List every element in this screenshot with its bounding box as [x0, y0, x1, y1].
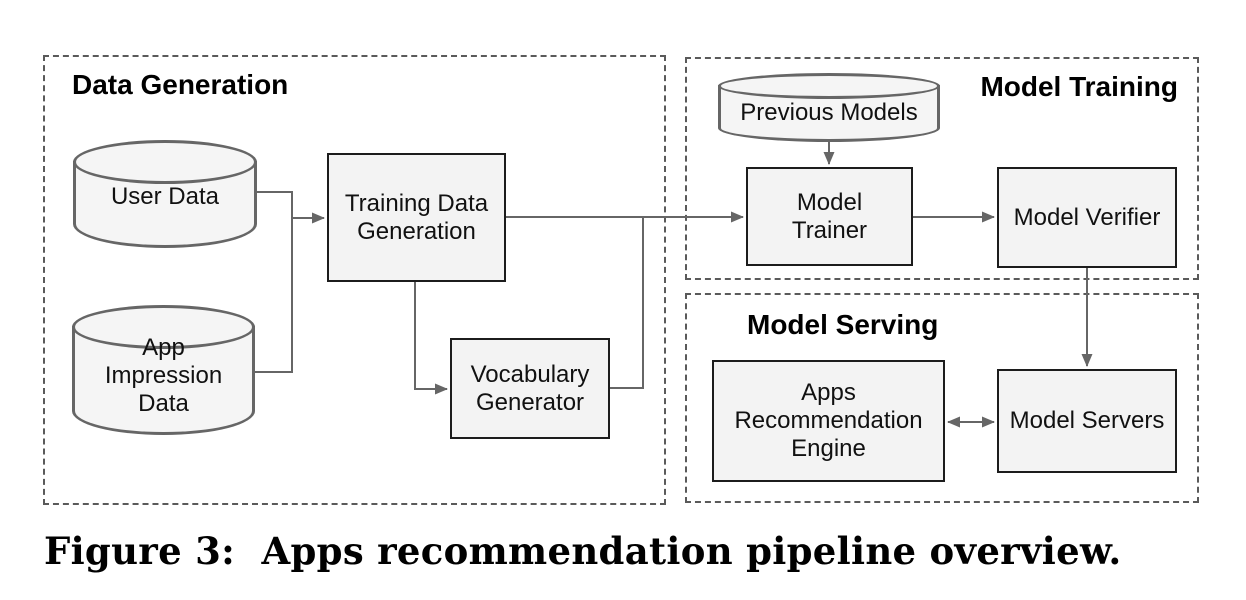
section-model-training	[685, 57, 1199, 280]
label-line: Model Servers	[1009, 407, 1165, 434]
label-line: Training Data	[344, 189, 489, 217]
edge-vocabulary-generator-merge	[610, 218, 644, 389]
label-line: Engine	[791, 435, 866, 462]
node-apps-recommendation-engine: Apps Recommendation Engine	[712, 360, 945, 482]
label-line: Generator	[475, 388, 585, 416]
figure-caption: Figure 3: Apps recommendation pipeline o…	[44, 529, 1122, 573]
node-previous-models-label: Previous Models	[718, 73, 940, 142]
node-training-data-generation: Training Data Generation	[327, 153, 506, 282]
section-model-serving	[685, 293, 1199, 503]
label-line: Data	[138, 390, 189, 417]
label-line: User Data	[110, 183, 220, 210]
node-model-verifier: Model Verifier	[997, 167, 1177, 268]
label-line: App	[142, 334, 185, 361]
node-app-impression-data: App Impression Data	[72, 305, 255, 435]
label-line: Generation	[357, 217, 476, 245]
label-line: Recommendation	[734, 407, 923, 434]
label-line: Impression	[104, 362, 223, 389]
cylinder-top-ellipse	[72, 305, 255, 349]
cylinder-top-ellipse	[718, 73, 940, 99]
label-line: Previous Models	[740, 99, 918, 126]
node-model-servers: Model Servers	[997, 369, 1177, 473]
section-title-model-serving: Model Serving	[747, 309, 939, 340]
label-line: Trainer	[791, 216, 868, 244]
edge-training-data-generation-to-vocabulary-generator	[414, 281, 448, 395]
cylinder-top-ellipse	[73, 140, 257, 184]
node-previous-models: Previous Models	[718, 73, 940, 142]
node-user-data: User Data	[73, 140, 257, 248]
section-title-data-generation: Data Generation	[72, 69, 289, 100]
node-vocabulary-generator: Vocabulary Generator	[450, 338, 610, 439]
section-data-generation	[43, 55, 666, 505]
label-line: Model Verifier	[1013, 203, 1161, 231]
section-title-model-training: Model Training	[980, 71, 1178, 102]
node-user-data-label: User Data	[73, 140, 257, 248]
label-line: Vocabulary	[470, 360, 590, 388]
label-line: Model	[796, 188, 863, 216]
label-line: Apps	[801, 379, 856, 406]
node-model-trainer: Model Trainer	[746, 167, 913, 266]
node-app-impression-data-label: App Impression Data	[72, 305, 255, 435]
